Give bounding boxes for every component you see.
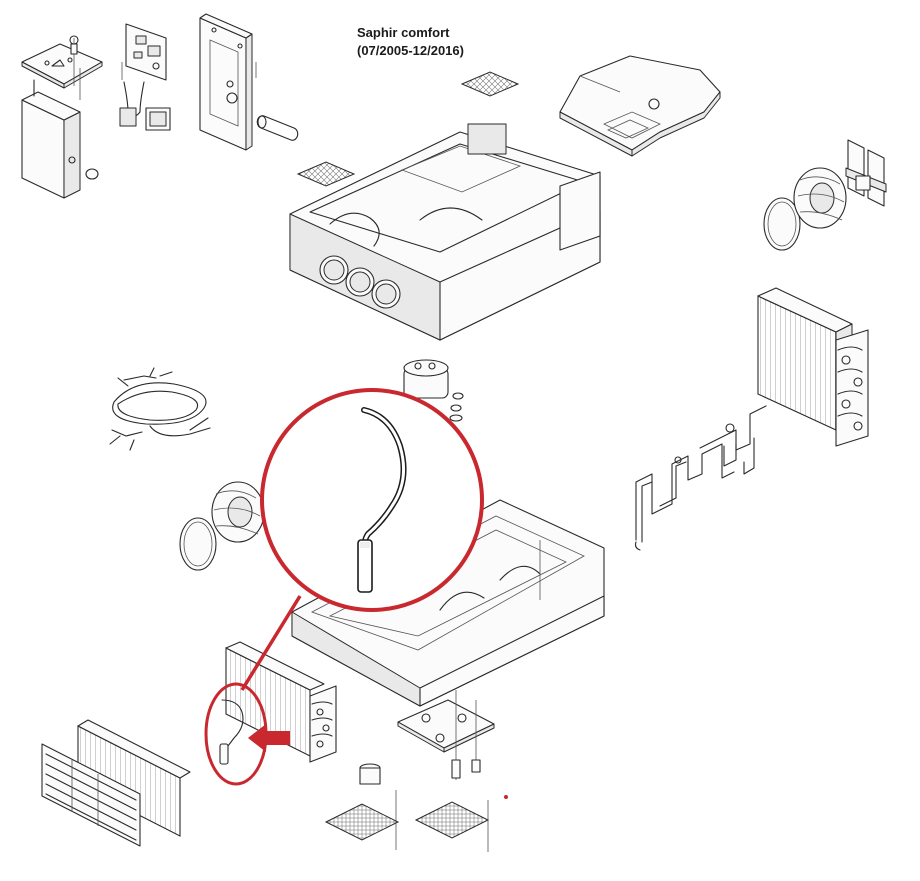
blower-fan-part	[179, 481, 265, 571]
mesh-grid-part	[414, 801, 490, 839]
heat-exchanger-part	[757, 287, 869, 447]
refrigerant-piping-part	[634, 405, 767, 551]
electronics-housing-part	[199, 13, 299, 151]
small-marker-dot	[504, 795, 508, 799]
pointer-arrow	[248, 724, 290, 752]
circuit-board-part	[119, 23, 171, 131]
diagram-title: Saphir comfort (07/2005-12/2016)	[357, 24, 464, 60]
upper-housing-part	[289, 123, 601, 341]
production-period: (07/2005-12/2016)	[357, 43, 464, 58]
evaporator-part	[219, 641, 337, 765]
mounting-plate-part	[21, 35, 103, 100]
wiring-harness-part	[109, 367, 211, 451]
filter-pad-part	[460, 71, 520, 97]
blower-fan-part	[763, 139, 887, 251]
sensor-highlight-callout	[204, 388, 484, 786]
mesh-grid-part	[324, 803, 400, 841]
condenser-bottle-part	[403, 359, 464, 422]
bottom-plate-part	[359, 690, 495, 785]
base-tray-part	[291, 499, 605, 707]
air-grille-part	[41, 743, 141, 847]
air-filter-part	[77, 719, 191, 837]
model-name: Saphir comfort	[357, 25, 450, 40]
temperature-sensor-zoom	[357, 407, 407, 593]
top-lid-part	[559, 55, 721, 157]
filter-pad-part	[296, 161, 356, 187]
side-cover-part	[21, 79, 99, 199]
